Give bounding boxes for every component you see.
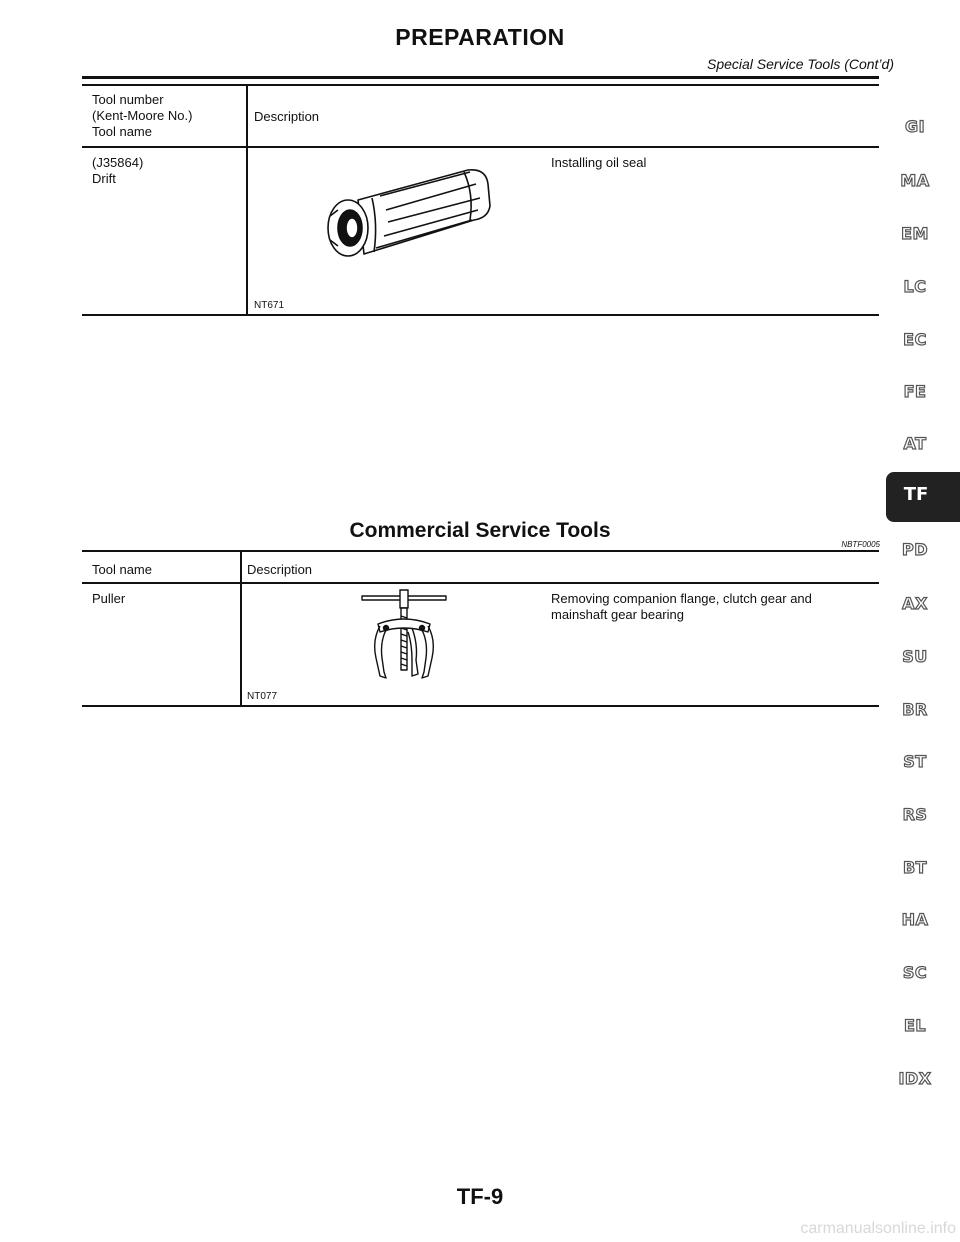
section-tab-ax[interactable]: AX [902,593,928,613]
section-tab-ma[interactable]: MA [900,170,930,190]
commercial-header-tool: Tool name [92,562,152,577]
section-tab-su[interactable]: SU [902,646,928,666]
tool-name: Drift [92,171,116,186]
section-tab-el[interactable]: EL [903,1015,927,1035]
section-tab-rs[interactable]: RS [902,804,928,824]
section-tab-idx[interactable]: IDX [898,1068,932,1088]
header-kent-moore: (Kent-Moore No.) [92,108,193,123]
section-tab-tf-active[interactable] [886,472,960,522]
section-tab-tf-label: TF [903,484,929,505]
table-top-rule [82,84,879,86]
puller-illustration [361,589,447,679]
commercial-tool-name: Puller [92,591,126,606]
header-description: Description [254,109,320,124]
commercial-header-description: Description [247,562,313,577]
section-tab-gi[interactable]: GI [904,116,926,136]
header-rule [82,76,879,79]
description-line-1: Removing companion flange, clutch gear a… [551,591,812,606]
tool-description: Installing oil seal [551,155,647,170]
puller-image-code: NT077 [247,691,278,702]
section-tab-ha[interactable]: HA [901,909,929,929]
commercial-header-rule [82,582,879,584]
section-tab-em[interactable]: EM [900,223,929,243]
table-bottom-rule [82,314,879,316]
section-tab-ec[interactable]: EC [903,329,927,349]
header-tool-column: Tool number (Kent-Moore No.) Tool name [92,92,192,140]
section-title: Commercial Service Tools [349,519,611,542]
drift-image-code: NT671 [254,300,285,311]
section-tab-br[interactable]: BR [902,699,928,719]
commercial-bottom-rule [82,705,879,707]
tool-number: (J35864) [92,155,144,170]
header-tool-name: Tool name [92,124,152,139]
drift-illustration [327,168,491,257]
section-tab-bt[interactable]: BT [902,857,928,877]
commercial-top-rule [82,550,879,552]
watermark: carmanualsonline.info [800,1220,956,1237]
page-subtitle: Special Service Tools (Cont’d) [706,56,894,72]
page-number: TF-9 [456,1184,504,1209]
description-line-2: mainshaft gear bearing [551,607,684,622]
commercial-tool-description: Removing companion flange, clutch gear a… [551,591,812,623]
section-tab-pd[interactable]: PD [901,539,928,559]
section-tab-lc[interactable]: LC [903,276,927,296]
header-tool-number: Tool number [92,92,164,107]
section-tab-sc[interactable]: SC [902,962,928,982]
section-tab-fe[interactable]: FE [903,381,927,401]
section-tab-st[interactable]: ST [903,751,927,771]
table-header-rule [82,146,879,148]
section-code: NBTF0005 [841,540,880,549]
page-title: PREPARATION [395,24,565,50]
commercial-column-divider [240,550,242,706]
tool-cell: (J35864) Drift [92,155,143,187]
table-column-divider [246,84,248,316]
section-tab-at[interactable]: AT [903,433,927,453]
